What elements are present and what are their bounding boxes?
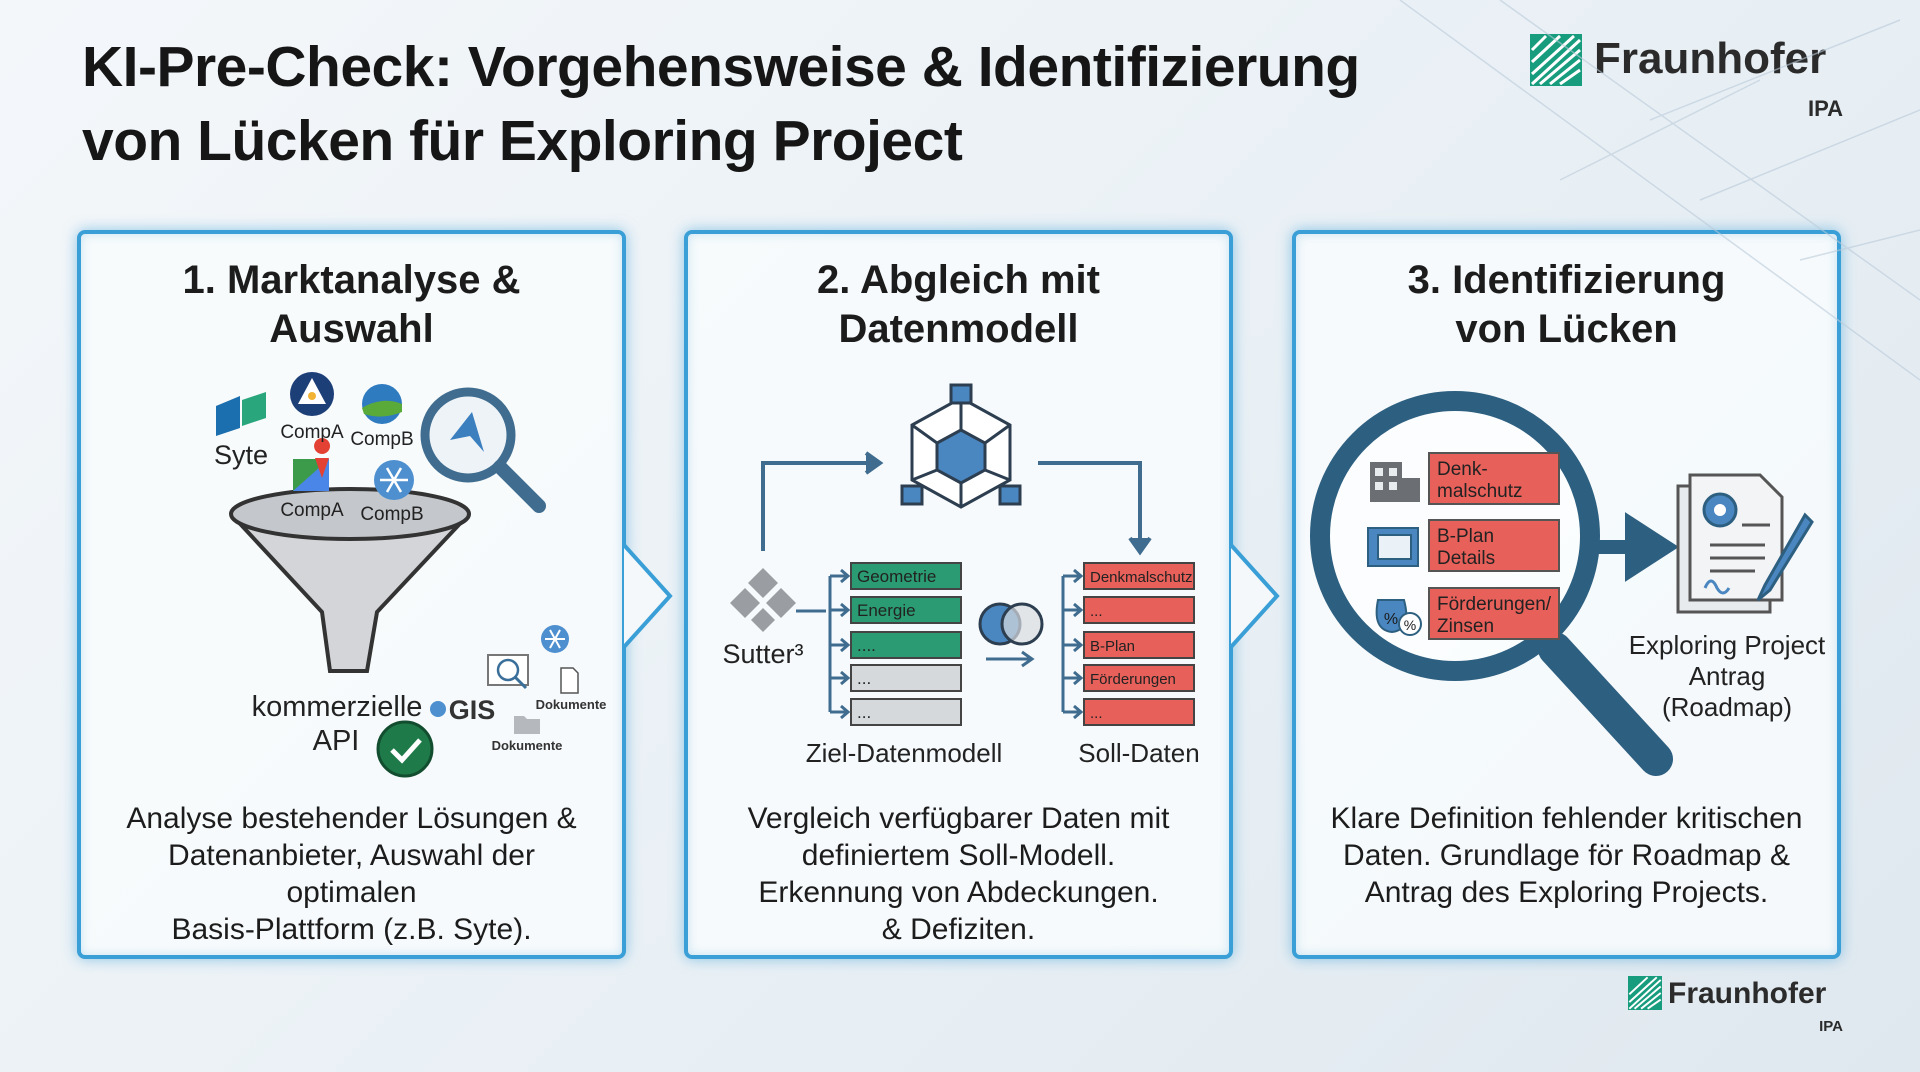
syte-logo: Syte xyxy=(214,392,268,470)
panel-description: Analyse bestehender Lösungen &Datenanbie… xyxy=(126,802,577,946)
panel-heading: 1. Marktanalyse &Auswahl xyxy=(182,258,521,351)
arrow-right-icon xyxy=(1063,568,1084,584)
fraunhofer-mark-icon xyxy=(1530,34,1582,86)
data-field-box xyxy=(850,562,962,590)
data-field-box xyxy=(850,664,962,692)
gap-item xyxy=(1428,519,1560,572)
funnel-icon xyxy=(229,487,471,673)
data-field-box xyxy=(1083,631,1195,659)
data-field-label: Denkmalschutz xyxy=(1090,569,1193,586)
soll-daten-list: Denkmalschutz... B-PlanFörderungen... xyxy=(1061,562,1195,726)
arrow-right-icon xyxy=(1598,512,1679,582)
gap-list: Denk-malschutzB-PlanDetailsFörderungen/Z… xyxy=(1428,452,1560,640)
source-label: Sutter³ xyxy=(722,639,803,669)
data-field-box xyxy=(1083,664,1195,692)
gap-label: B-Plan xyxy=(1437,526,1494,547)
data-field-label: ... xyxy=(1090,603,1103,620)
ziel-datenmodell-list: GeometrieEnergie.......... xyxy=(828,562,962,726)
compb-snowflake-logo: CompB xyxy=(360,460,424,525)
document-label: Dokumente xyxy=(536,697,607,712)
flow-arrow xyxy=(761,451,1152,556)
building-icon xyxy=(1370,462,1420,502)
data-model-cube-icon xyxy=(900,383,1022,509)
arrow-right-icon xyxy=(1063,670,1084,686)
background-blueprint xyxy=(1399,0,1920,381)
data-field-box xyxy=(850,631,962,659)
arrow-right-icon xyxy=(830,670,851,686)
page-title: KI-Pre-Check: Vorgehensweise & Identifiz… xyxy=(82,35,1360,173)
svg-text:CompA: CompA xyxy=(280,500,344,521)
data-field-box xyxy=(850,596,962,624)
fraunhofer-logo-bottom: Fraunhofer IPA xyxy=(1628,976,1843,1036)
svg-text:%: % xyxy=(1404,617,1416,633)
compb-logo: CompB xyxy=(350,384,414,450)
gap-label: malschutz xyxy=(1437,481,1523,502)
compa-logo: CompA xyxy=(280,372,344,443)
check-circle-icon xyxy=(376,720,434,778)
svg-text:CompB: CompB xyxy=(350,429,413,450)
folder-icon xyxy=(514,716,540,734)
data-field-label: .... xyxy=(857,636,876,655)
chevron-arrow-icon xyxy=(622,543,673,649)
arrow-right-icon xyxy=(1063,602,1084,618)
data-field-box xyxy=(1083,562,1195,590)
ziel-label: Ziel-Datenmodell xyxy=(806,738,1003,768)
api-label: kommerzielle xyxy=(252,691,423,723)
gap-label: Förderungen/ xyxy=(1437,594,1552,615)
data-field-box xyxy=(850,698,962,726)
arrow-right-icon xyxy=(986,650,1035,668)
data-field-label: Geometrie xyxy=(857,567,936,586)
result-label: Exploring Project xyxy=(1629,630,1826,660)
data-field-box xyxy=(1083,698,1195,726)
arrow-right-icon xyxy=(830,704,851,720)
gap-item xyxy=(1428,587,1560,640)
soll-label: Soll-Daten xyxy=(1078,738,1199,768)
gis-icon xyxy=(430,701,446,717)
document-label: Dokumente xyxy=(492,738,563,753)
arrow-right-icon xyxy=(830,602,851,618)
arrow-right-icon xyxy=(1063,704,1084,720)
document-icon xyxy=(560,667,579,694)
gap-label: Denk- xyxy=(1437,459,1488,480)
money-percent-icon: % % xyxy=(1375,599,1422,636)
data-field-label: ... xyxy=(857,703,871,722)
arrow-right-icon xyxy=(1063,637,1084,653)
blueprint-plan-icon xyxy=(1367,527,1419,567)
svg-text:%: % xyxy=(1384,611,1398,628)
web-map-icon xyxy=(487,654,529,690)
arrow-right-icon xyxy=(830,568,851,584)
data-field-label: B-Plan xyxy=(1090,638,1135,655)
result-label: (Roadmap) xyxy=(1662,692,1792,722)
fraunhofer-logo-top: Fraunhofer IPA xyxy=(1530,34,1843,122)
search-magnifier-icon xyxy=(420,387,546,513)
gap-label: Zinsen xyxy=(1437,616,1494,637)
sutter-logo xyxy=(730,568,796,632)
fraunhofer-mark-icon xyxy=(1628,976,1662,1010)
data-field-box xyxy=(1083,596,1195,624)
result-label: Antrag xyxy=(1689,661,1766,691)
roadmap-document-icon xyxy=(1676,473,1814,614)
maps-logo: CompA xyxy=(280,438,344,521)
svg-text:Syte: Syte xyxy=(214,440,268,470)
gis-label: GIS xyxy=(449,695,496,725)
chevron-arrow-icon xyxy=(1229,543,1280,649)
data-field-label: ... xyxy=(857,669,871,688)
svg-text:CompA: CompA xyxy=(280,422,344,443)
data-field-label: Förderungen xyxy=(1090,671,1176,688)
gap-item xyxy=(1428,452,1560,505)
svg-text:CompB: CompB xyxy=(360,504,423,525)
data-field-label: ... xyxy=(1090,705,1103,722)
snowflake-icon xyxy=(541,625,569,653)
venn-compare-icon xyxy=(978,602,1044,646)
api-label: API xyxy=(313,725,360,757)
gap-label: Details xyxy=(1437,548,1495,569)
arrow-right-icon xyxy=(830,637,851,653)
data-field-label: Energie xyxy=(857,601,916,620)
